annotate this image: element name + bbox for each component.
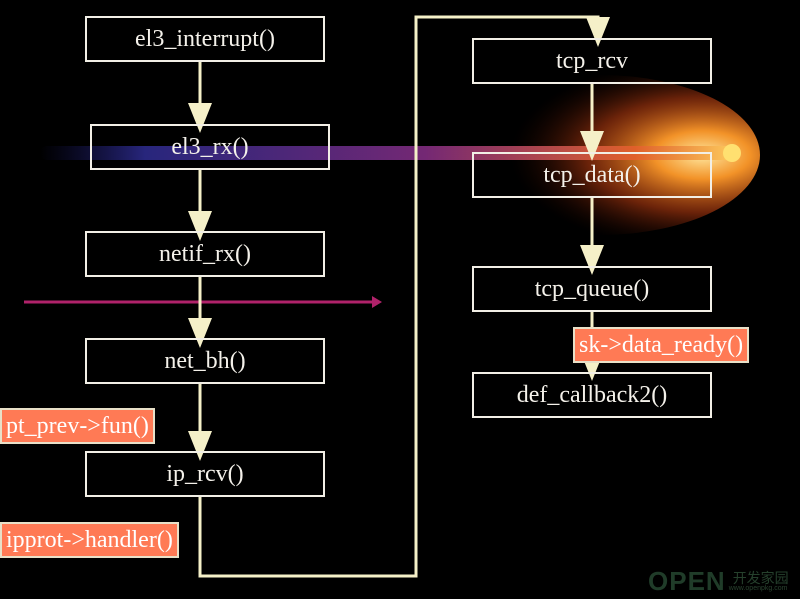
box-def-callback2: def_callback2() [472,372,712,418]
tag-ipprot-handler: ipprot->handler() [0,522,179,558]
box-tcp-data: tcp_data() [472,152,712,198]
comet-beam [40,146,740,160]
box-el3-rx: el3_rx() [90,124,330,170]
watermark-url: www.openpkg.com [728,585,788,592]
left-column-connectors [188,15,610,578]
watermark-brand: OPEN [648,566,726,596]
tag-pt-prev-fun: pt_prev->fun() [0,408,155,444]
watermark-site: 开发家园 [732,570,789,586]
box-net-bh: net_bh() [85,338,325,384]
kernel-divider-arrowhead [372,296,382,308]
watermark-logo: OPEN 开发家园 www.openpkg.com [648,566,789,597]
comet-head [723,144,741,162]
box-netif-rx: netif_rx() [85,231,325,277]
box-el3-interrupt: el3_interrupt() [85,16,325,62]
box-tcp-queue: tcp_queue() [472,266,712,312]
box-tcp-rcv: tcp_rcv [472,38,712,84]
tag-sk-data-ready: sk->data_ready() [573,327,750,363]
box-ip-rcv: ip_rcv() [85,451,325,497]
